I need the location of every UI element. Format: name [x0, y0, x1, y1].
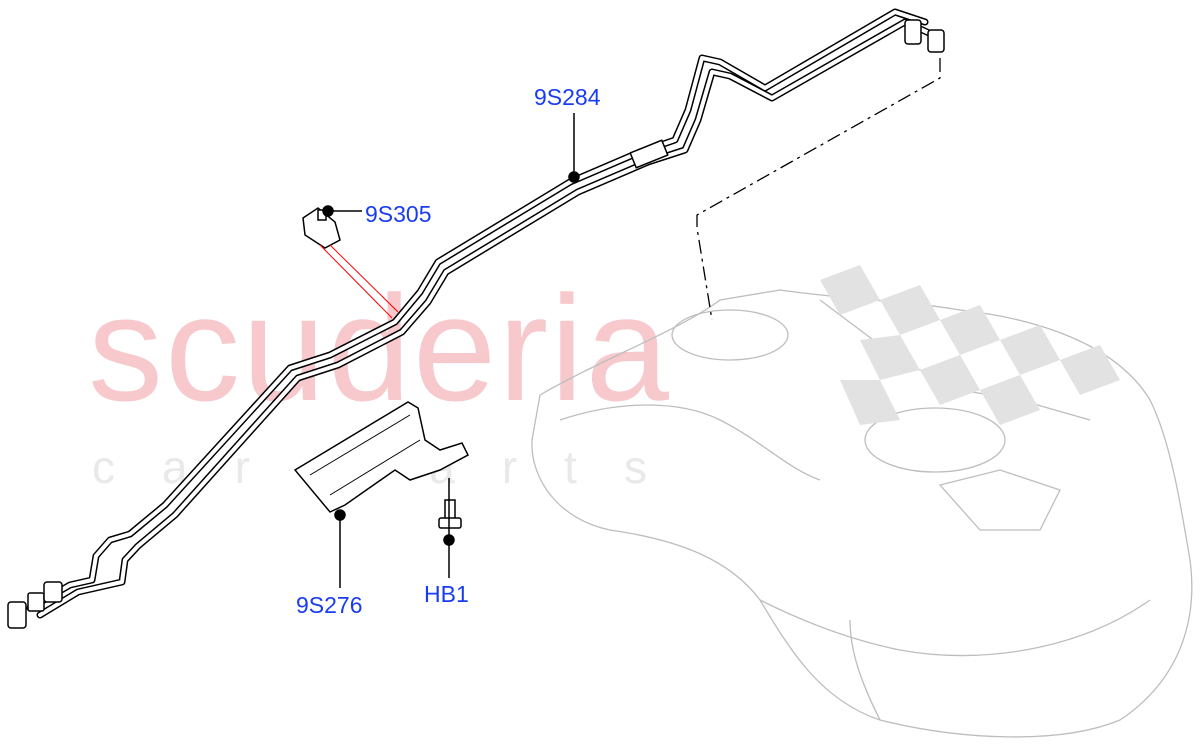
- clip-indicator-line: [319, 244, 399, 319]
- callout-HB1[interactable]: HB1: [424, 581, 469, 607]
- connector-rear: [904, 19, 945, 53]
- watermark-checker: [820, 265, 1120, 425]
- leader-lines: [322, 113, 580, 588]
- connector-front: [7, 581, 63, 629]
- heat-shield-9S276: [293, 401, 469, 513]
- callout-9S284[interactable]: 9S284: [534, 84, 601, 110]
- callout-9S305[interactable]: 9S305: [365, 201, 432, 227]
- fuel-line-9S284: [7, 8, 945, 629]
- bolt-HB1: [438, 499, 462, 529]
- clip-9S305: [302, 207, 341, 249]
- callout-9S276[interactable]: 9S276: [296, 592, 363, 618]
- assembly-indicator-line: [696, 58, 941, 321]
